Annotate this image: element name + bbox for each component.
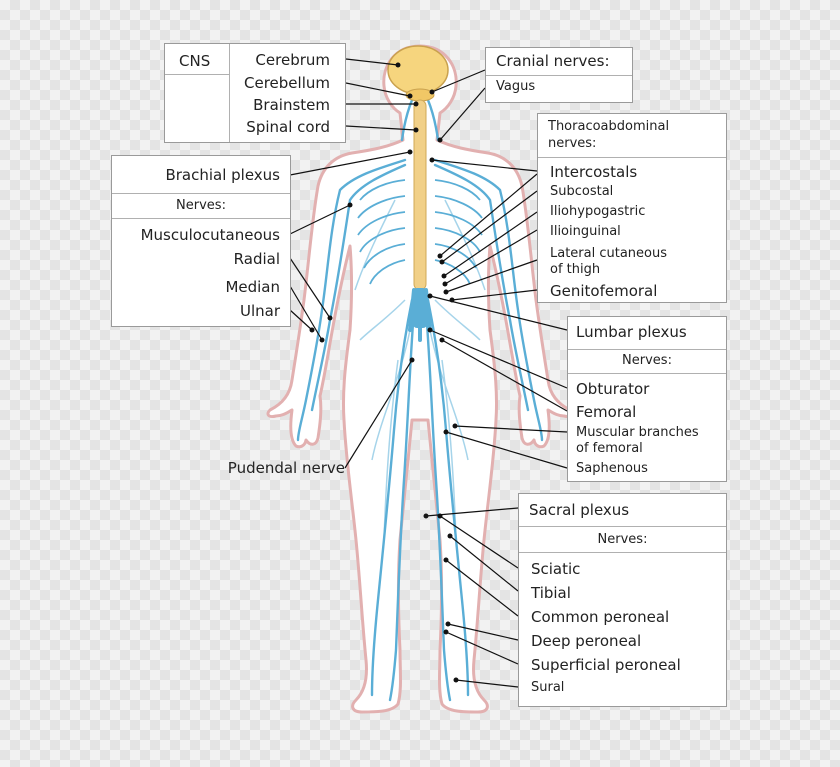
cns-box: CNS	[164, 43, 346, 143]
lumbar-plexus-box: Lumbar plexus Nerves: Obturator Femoral …	[567, 316, 727, 482]
label-radial: Radial	[233, 250, 280, 268]
leader-dots	[309, 62, 459, 683]
label-cerebellum: Cerebellum	[244, 74, 330, 92]
thoraco-header-1: Thoracoabdominal	[548, 119, 670, 134]
label-tibial: Tibial	[531, 584, 571, 602]
cranial-nerves-header: Cranial nerves:	[496, 52, 610, 70]
label-of-thigh: of thigh	[550, 262, 601, 277]
body-outline	[266, 44, 574, 714]
label-brainstem: Brainstem	[253, 96, 330, 114]
label-pudendal-nerve: Pudendal nerve	[227, 459, 345, 477]
label-genitofemoral: Genitofemoral	[550, 282, 658, 300]
label-musculocutaneous: Musculocutaneous	[140, 226, 280, 244]
label-superficial-peroneal: Superficial peroneal	[531, 656, 681, 674]
cns-header: CNS	[179, 52, 211, 70]
cauda-equina	[413, 288, 427, 328]
cranial-nerves-box: Cranial nerves: Vagus	[485, 47, 633, 103]
label-lateral-cutaneous: Lateral cutaneous	[550, 246, 668, 261]
label-common-peroneal: Common peroneal	[531, 608, 670, 626]
label-sural: Sural	[531, 680, 565, 695]
label-subcostal: Subcostal	[550, 184, 614, 199]
label-muscular-branches: Muscular branches	[576, 425, 699, 440]
sacral-nerves-header: Nerves:	[597, 532, 648, 547]
label-sciatic: Sciatic	[531, 560, 581, 578]
sacral-plexus-title: Sacral plexus	[529, 501, 630, 519]
brachial-nerves-header: Nerves:	[176, 198, 226, 213]
sacral-plexus-box: Sacral plexus Nerves: Sciatic Tibial Com…	[518, 493, 727, 707]
label-ilioinguinal: Ilioinguinal	[550, 224, 621, 239]
leader-lines	[289, 58, 568, 688]
label-deep-peroneal: Deep peroneal	[531, 632, 642, 650]
label-cerebrum: Cerebrum	[255, 51, 330, 69]
thoraco-header-2: nerves:	[548, 136, 597, 151]
brachial-plexus-title: Brachial plexus	[165, 166, 280, 184]
brain	[387, 45, 449, 95]
label-of-femoral: of femoral	[576, 441, 643, 456]
brachial-plexus-box: Brachial plexus Nerves: Musculocutaneous…	[111, 155, 291, 327]
label-median: Median	[225, 278, 280, 296]
lumbar-nerves-header: Nerves:	[622, 353, 672, 368]
label-vagus: Vagus	[496, 79, 536, 94]
label-saphenous: Saphenous	[576, 461, 648, 476]
label-spinal-cord: Spinal cord	[246, 118, 330, 136]
label-iliohypogastric: Iliohypogastric	[550, 204, 646, 219]
cns-divider	[229, 44, 230, 142]
label-intercostals: Intercostals	[550, 163, 638, 181]
label-femoral: Femoral	[576, 403, 637, 421]
lumbar-plexus-title: Lumbar plexus	[576, 323, 687, 341]
thoracoabdominal-box: Thoracoabdominal nerves: Intercostals Su…	[537, 113, 727, 303]
label-ulnar: Ulnar	[239, 302, 280, 320]
cns-header-rule	[165, 74, 229, 75]
label-obturator: Obturator	[576, 380, 650, 398]
